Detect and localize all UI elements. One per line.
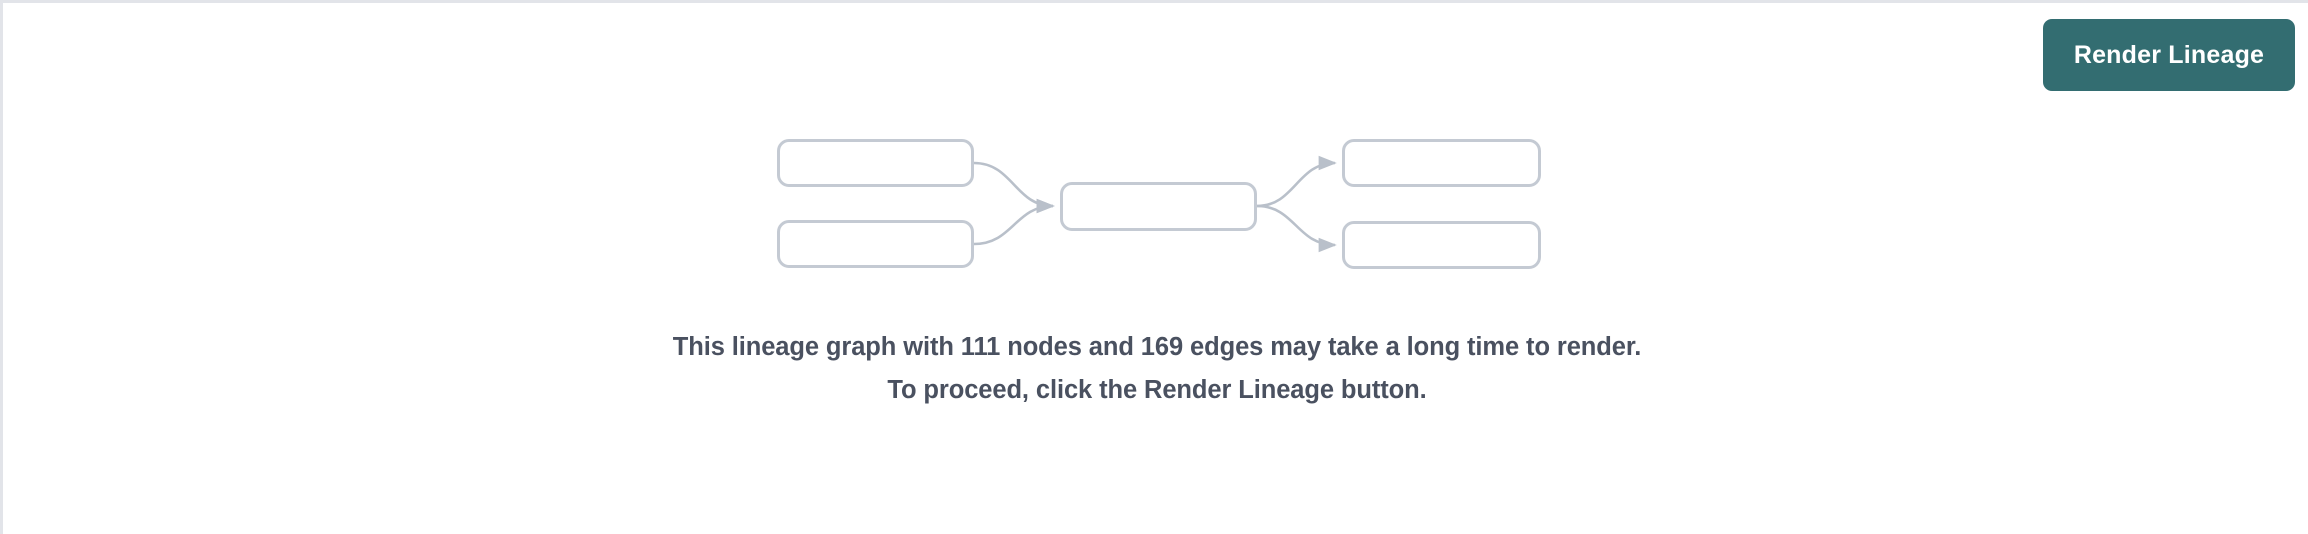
lineage-node-src-1 bbox=[777, 139, 974, 187]
lineage-node-mid bbox=[1060, 182, 1257, 231]
lineage-edge-src2-mid bbox=[973, 198, 1055, 246]
lineage-edges-svg bbox=[973, 155, 1337, 253]
render-lineage-button[interactable]: Render Lineage bbox=[2043, 19, 2295, 91]
lineage-edge-mid-dst2 bbox=[1256, 204, 1337, 253]
lineage-node-dst-1 bbox=[1342, 139, 1541, 187]
lineage-warning-message: This lineage graph with 111 nodes and 16… bbox=[672, 333, 1642, 404]
lineage-placeholder-graph bbox=[3, 3, 2308, 534]
lineage-edge-src1-mid bbox=[973, 161, 1055, 214]
lineage-node-dst-2 bbox=[1342, 221, 1541, 269]
lineage-edge-mid-dst1 bbox=[1256, 155, 1337, 208]
lineage-node-src-2 bbox=[777, 220, 974, 268]
